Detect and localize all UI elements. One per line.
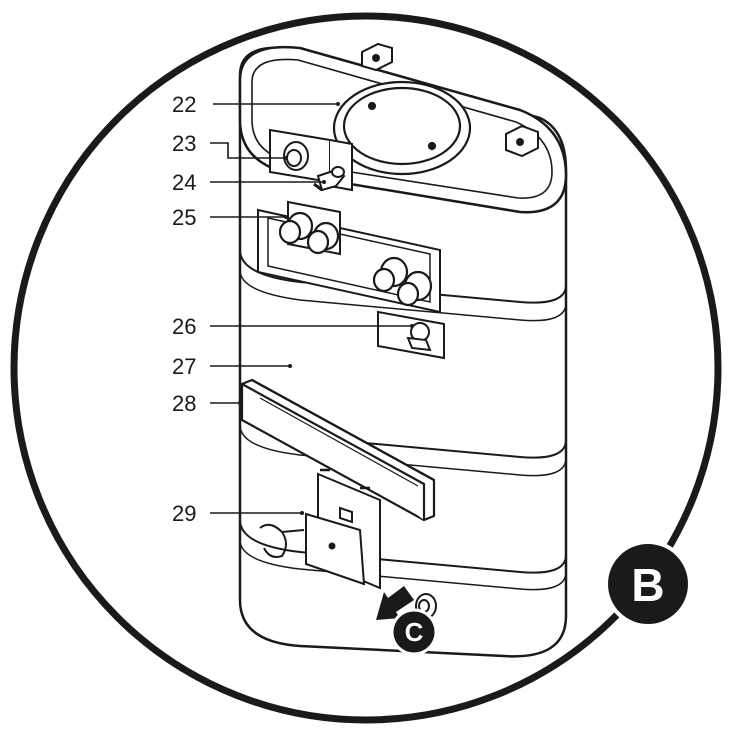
direction-arrow — [376, 586, 414, 620]
view-badge-label: B — [631, 559, 664, 611]
callout-23: 23 — [172, 131, 196, 156]
arrow-c-badge — [390, 608, 438, 656]
arrow-c-label: C — [405, 617, 424, 647]
callout-28: 28 — [172, 391, 196, 416]
drain-valve-26 — [406, 322, 432, 352]
callout-29: 29 — [172, 501, 196, 526]
inspection-flange — [332, 80, 472, 176]
callout-25: 25 — [172, 205, 196, 230]
mounting-bracket-left — [361, 42, 393, 72]
fitting-23 — [283, 141, 309, 171]
callout-24: 24 — [172, 170, 196, 195]
control-cover-28 — [240, 378, 436, 522]
valve-24 — [313, 166, 346, 192]
view-badge — [604, 540, 692, 628]
pipe-connections-25 — [278, 211, 433, 307]
leader-dots — [238, 102, 414, 515]
callout-27: 27 — [172, 354, 196, 379]
callout-22: 22 — [172, 92, 196, 117]
lower-compartment — [259, 472, 381, 590]
callout-26: 26 — [172, 314, 196, 339]
mounting-bracket-right — [505, 124, 539, 158]
leader-lines — [210, 103, 412, 514]
